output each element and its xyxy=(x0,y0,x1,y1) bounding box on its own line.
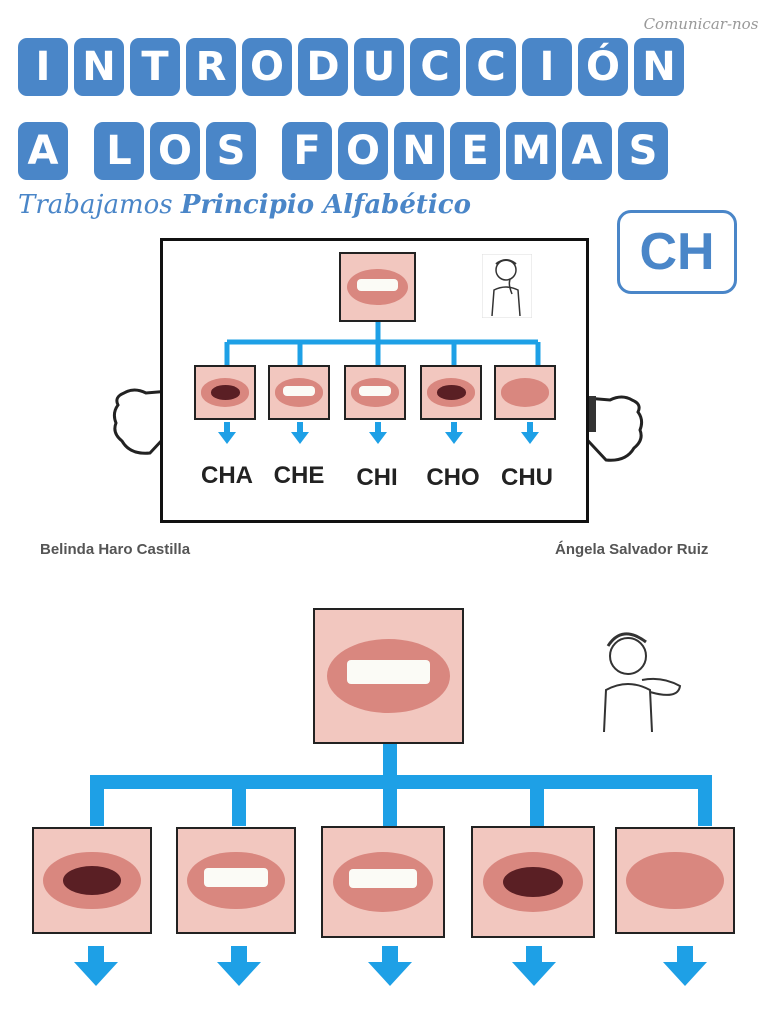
mouth-image-cho xyxy=(420,365,482,420)
title-letter-tile: I xyxy=(18,38,68,96)
mouth-image-main-large xyxy=(313,608,464,744)
title-letter-tile: S xyxy=(206,122,256,180)
mouth-image-main xyxy=(339,252,416,322)
title-letter-tile: E xyxy=(450,122,500,180)
mouth-image-che xyxy=(268,365,330,420)
title-letter-tile: A xyxy=(562,122,612,180)
title-letter-tile: N xyxy=(634,38,684,96)
mouth-image-cho-large xyxy=(471,826,595,938)
brand-logo: Comunicar-nos xyxy=(643,15,759,33)
large-connectors xyxy=(74,744,712,986)
title-letter-tile: L xyxy=(94,122,144,180)
right-hand-icon xyxy=(576,395,644,462)
mouth-image-che-large xyxy=(176,827,296,934)
title-letter-tile: N xyxy=(394,122,444,180)
title-letter-tile: O xyxy=(242,38,292,96)
author-right: Ángela Salvador Ruiz xyxy=(555,541,709,558)
mouth-image-chu-large xyxy=(615,827,735,934)
title-letter-tile: M xyxy=(506,122,556,180)
mouth-image-cha xyxy=(194,365,256,420)
title-letter-tile xyxy=(74,122,88,180)
syllable-chi: CHI xyxy=(356,464,398,491)
mouth-image-chi-large xyxy=(321,826,445,938)
title-letter-tile: O xyxy=(150,122,200,180)
sign-child-icon-large xyxy=(603,632,682,733)
title-letter-tile: F xyxy=(282,122,332,180)
title-letter-tile: N xyxy=(74,38,124,96)
subtitle: Trabajamos Principio Alfabético xyxy=(18,190,471,220)
title-letter-tile: U xyxy=(354,38,404,96)
title-letter-tile: C xyxy=(466,38,516,96)
mouth-image-chi xyxy=(344,365,406,420)
mouth-image-cha-large xyxy=(32,827,152,934)
sign-child-icon xyxy=(482,254,532,318)
title-letter-tile: O xyxy=(338,122,388,180)
syllable-cho: CHO xyxy=(426,464,480,491)
title-letter-tile: S xyxy=(618,122,668,180)
author-left: Belinda Haro Castilla xyxy=(40,541,191,558)
board-connectors xyxy=(218,322,541,444)
title-letter-tile: Ó xyxy=(578,38,628,96)
title-letter-tile: C xyxy=(410,38,460,96)
phoneme-badge: CH xyxy=(617,210,737,294)
title-letter-tile xyxy=(262,122,276,180)
title-letter-tile: A xyxy=(18,122,68,180)
syllable-chu: CHU xyxy=(501,464,553,491)
syllable-che: CHE xyxy=(273,462,325,489)
title-letter-tile: D xyxy=(298,38,348,96)
syllable-cha: CHA xyxy=(201,462,253,489)
title-letter-tile: R xyxy=(186,38,236,96)
mouth-image-chu xyxy=(494,365,556,420)
title-letter-tile: T xyxy=(130,38,180,96)
title-letter-tile: I xyxy=(522,38,572,96)
